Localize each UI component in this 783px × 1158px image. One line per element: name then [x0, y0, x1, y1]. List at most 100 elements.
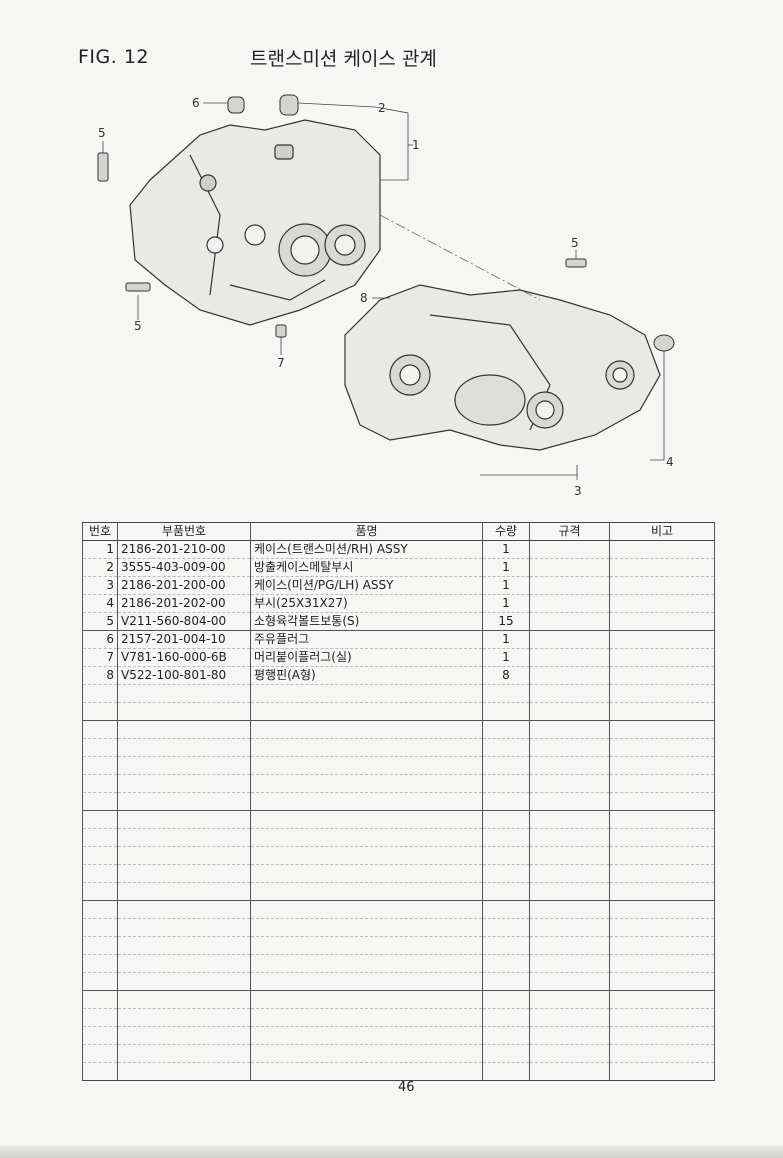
cell-qty: 1 [482, 558, 530, 577]
cell-name [250, 756, 483, 775]
scan-edge [0, 1146, 783, 1158]
cell-no [82, 702, 118, 721]
table-row [82, 1008, 715, 1027]
cell-name [250, 936, 483, 955]
cell-name [250, 1062, 483, 1081]
cell-qty [482, 900, 530, 919]
cell-name [250, 810, 483, 829]
cell-note [609, 900, 715, 919]
cell-part [117, 702, 251, 721]
lh-case-drawing [344, 284, 661, 451]
cell-no [82, 756, 118, 775]
cell-spec [529, 882, 610, 901]
cell-no [82, 720, 118, 739]
cell-part [117, 774, 251, 793]
cell-no [82, 936, 118, 955]
cell-spec [529, 540, 610, 559]
table-row [82, 774, 715, 793]
cell-spec [529, 990, 610, 1009]
table-row [82, 972, 715, 991]
table-row [82, 756, 715, 775]
cell-qty: 15 [482, 612, 530, 631]
cell-note [609, 882, 715, 901]
cell-part: V781-160-000-6B [117, 648, 251, 667]
cell-no: 8 [82, 666, 118, 685]
callout-5a: 5 [98, 126, 106, 140]
cell-spec [529, 918, 610, 937]
cell-name [250, 702, 483, 721]
cell-name: 평행핀(A형) [250, 666, 483, 685]
cell-qty [482, 954, 530, 973]
cell-part [117, 792, 251, 811]
cell-qty [482, 792, 530, 811]
cell-spec [529, 630, 610, 649]
cell-part [117, 720, 251, 739]
figure-title: 트랜스미션 케이스 관계 [250, 48, 437, 70]
cell-qty [482, 990, 530, 1009]
col-header-no: 번호 [82, 522, 118, 541]
cell-part [117, 954, 251, 973]
cell-note [609, 828, 715, 847]
cell-note [609, 666, 715, 685]
cell-name [250, 720, 483, 739]
cell-spec [529, 720, 610, 739]
col-header-note: 비고 [609, 522, 715, 541]
col-header-name: 품명 [250, 522, 483, 541]
cell-qty: 1 [482, 594, 530, 613]
callout-8: 8 [360, 291, 368, 305]
cell-qty [482, 936, 530, 955]
cell-qty [482, 738, 530, 757]
cell-part [117, 918, 251, 937]
cell-part [117, 1062, 251, 1081]
cell-part [117, 1044, 251, 1063]
callout-3: 3 [574, 484, 582, 498]
cell-spec [529, 1008, 610, 1027]
callout-5c: 5 [571, 236, 579, 250]
cell-part [117, 936, 251, 955]
table-row [82, 918, 715, 937]
cell-no [82, 738, 118, 757]
cell-name: 머리붙이플러그(실) [250, 648, 483, 667]
cell-note [609, 864, 715, 883]
cell-no [82, 900, 118, 919]
cell-part [117, 972, 251, 991]
cell-name [250, 954, 483, 973]
cell-no: 5 [82, 612, 118, 631]
cell-part [117, 810, 251, 829]
cell-no [82, 684, 118, 703]
cell-no [82, 774, 118, 793]
callout-2: 2 [378, 101, 386, 115]
page-number: 46 [398, 1080, 415, 1095]
table-row [82, 810, 715, 829]
cell-part: V211-560-804-00 [117, 612, 251, 631]
cell-qty: 1 [482, 648, 530, 667]
table-row [82, 1026, 715, 1045]
cell-note [609, 936, 715, 955]
cell-name: 케이스(미션/PG/LH) ASSY [250, 576, 483, 595]
cell-qty [482, 1044, 530, 1063]
cell-no: 4 [82, 594, 118, 613]
cell-note [609, 648, 715, 667]
cell-qty [482, 846, 530, 865]
cell-note [609, 954, 715, 973]
cell-no: 1 [82, 540, 118, 559]
cell-qty [482, 972, 530, 991]
cell-qty [482, 1008, 530, 1027]
cell-spec [529, 576, 610, 595]
cell-name [250, 774, 483, 793]
cell-note [609, 990, 715, 1009]
table-row [82, 936, 715, 955]
cell-part [117, 1026, 251, 1045]
cell-spec [529, 1026, 610, 1045]
cell-no: 2 [82, 558, 118, 577]
cell-no: 3 [82, 576, 118, 595]
cell-name [250, 792, 483, 811]
cell-spec [529, 792, 610, 811]
cell-part [117, 684, 251, 703]
cell-part: V522-100-801-80 [117, 666, 251, 685]
cell-note [609, 792, 715, 811]
cell-qty [482, 810, 530, 829]
cell-spec [529, 612, 610, 631]
